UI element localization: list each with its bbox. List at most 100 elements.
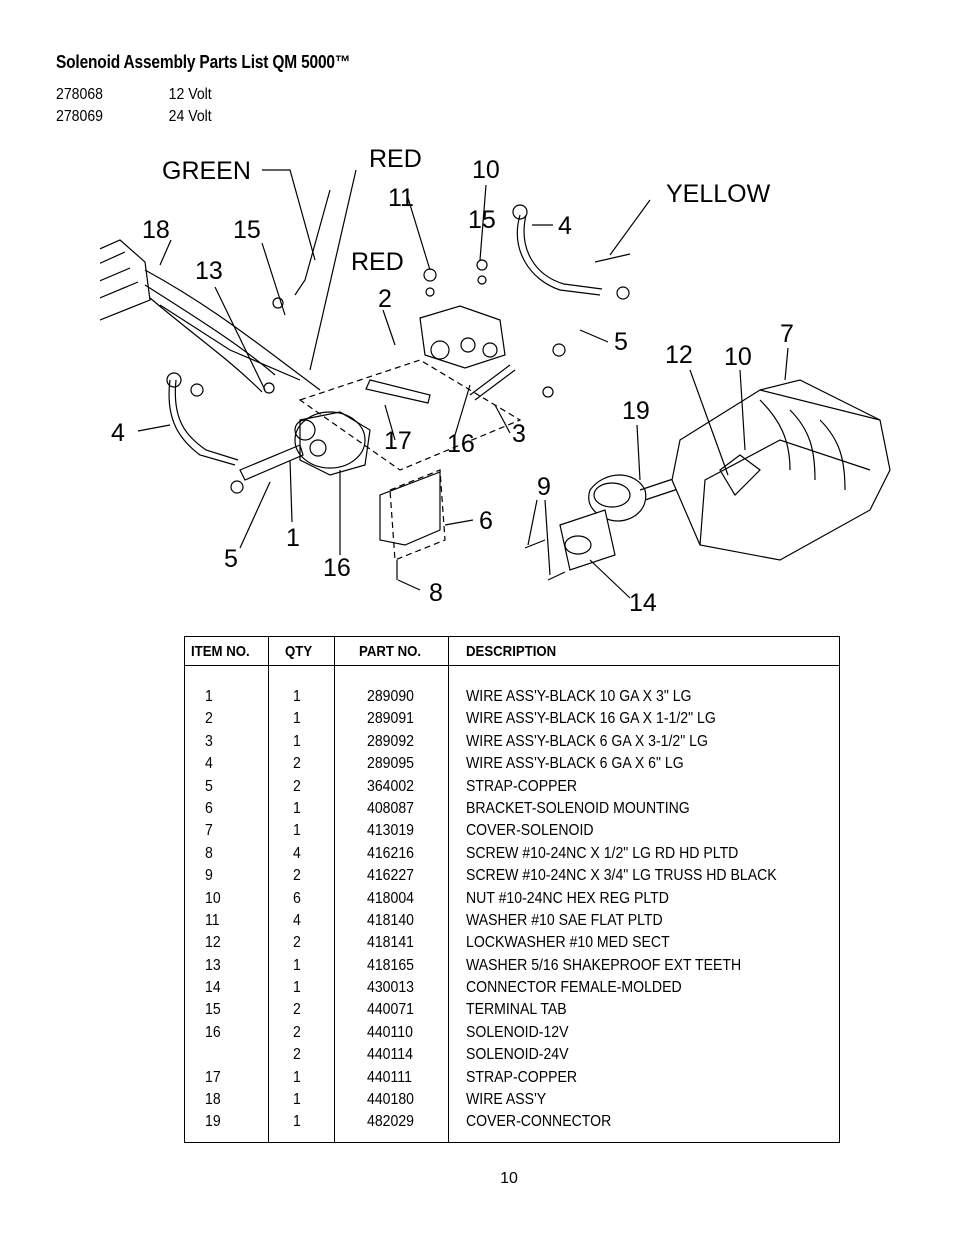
- table-cell-description: WIRE ASS'Y-BLACK 6 GA X 6" LG: [466, 755, 684, 773]
- variant-row-24v: 278069 24 Volt: [56, 108, 212, 126]
- table-cell-part: 440111: [367, 1068, 412, 1086]
- table-cell-description: SOLENOID-12V: [466, 1023, 569, 1041]
- table-cell-item: 8: [205, 844, 213, 862]
- callout-2: 2: [378, 285, 392, 313]
- table-cell-item: 10: [205, 889, 221, 907]
- variant-voltage: 12 Volt: [168, 86, 212, 103]
- table-cell-qty: 1: [293, 732, 301, 750]
- callout-5: 5: [224, 545, 238, 573]
- table-cell-part: 440071: [367, 1001, 414, 1019]
- item-callouts: 10 11 15 4 18 15 13 2 7 5 12 10 19 4 17 …: [111, 156, 794, 617]
- callout-4: 4: [558, 212, 572, 240]
- table-cell-description: WASHER #10 SAE FLAT PLTD: [466, 911, 663, 929]
- table-cell-qty: 1: [293, 1068, 301, 1086]
- table-cell-item: [205, 1044, 268, 1066]
- callout-4: 4: [111, 419, 125, 447]
- table-cell-item: 12: [205, 934, 221, 952]
- table-cell-qty: 1: [293, 799, 301, 817]
- table-cell-part: 440110: [367, 1023, 413, 1041]
- table-cell-part: 289092: [367, 732, 414, 750]
- table-cell-item: 16: [205, 1023, 221, 1041]
- table-cell-qty: 1: [293, 1113, 301, 1131]
- table-cell-item: 4: [205, 755, 213, 773]
- table-cell-qty: 1: [293, 822, 301, 840]
- column-header-description: DESCRIPTION: [448, 636, 840, 666]
- callout-3: 3: [512, 420, 526, 448]
- table-cell-description: WIRE ASS'Y-BLACK 6 GA X 3-1/2" LG: [466, 732, 708, 750]
- table-cell-qty: 2: [293, 1001, 301, 1019]
- callout-16: 16: [447, 430, 475, 458]
- table-cell-part: 289095: [367, 755, 414, 773]
- wire-label-yellow: YELLOW: [666, 180, 771, 208]
- table-cell-part: 482029: [367, 1113, 414, 1131]
- column-description: WIRE ASS'Y-BLACK 10 GA X 3" LG WIRE ASS'Y…: [448, 665, 840, 1143]
- table-cell-qty: 2: [293, 867, 301, 885]
- callout-18: 18: [142, 216, 170, 244]
- table-cell-description: WIRE ASS'Y-BLACK 16 GA X 1-1/2" LG: [466, 710, 716, 728]
- table-cell-qty: 1: [293, 688, 301, 705]
- table-cell-item: 18: [205, 1091, 221, 1109]
- callout-5: 5: [614, 328, 628, 356]
- table-cell-description: NUT #10-24NC HEX REG PLTD: [466, 889, 669, 907]
- table-cell-part: 418004: [367, 889, 414, 907]
- table-cell-part: 418141: [367, 934, 414, 952]
- table-cell-item: 17: [205, 1068, 221, 1086]
- table-cell-qty: 4: [293, 844, 301, 862]
- wire-label-green: GREEN: [162, 157, 251, 185]
- callout-10: 10: [472, 156, 500, 184]
- table-cell-qty: 2: [293, 777, 301, 795]
- table-cell-item: 1: [205, 688, 213, 705]
- page-number: 10: [500, 1170, 518, 1187]
- callout-6: 6: [479, 507, 493, 535]
- wire-label-red-lower: RED: [351, 248, 404, 276]
- callout-16: 16: [323, 554, 351, 582]
- table-cell-part: 289091: [367, 710, 414, 728]
- wire-label-red-upper: RED: [369, 145, 422, 173]
- callout-19: 19: [622, 397, 650, 425]
- table-cell-qty: 4: [293, 911, 301, 929]
- table-cell-item: 15: [205, 1001, 221, 1019]
- column-header-part-no: PART NO.: [334, 636, 449, 666]
- callout-7: 7: [780, 320, 794, 348]
- table-cell-description: WIRE ASS'Y-BLACK 10 GA X 3" LG: [466, 688, 692, 705]
- callout-8: 8: [429, 579, 443, 607]
- callout-15: 15: [468, 206, 496, 234]
- diagram-artwork: [100, 169, 891, 599]
- table-cell-description: COVER-SOLENOID: [466, 822, 594, 840]
- page-title: Solenoid Assembly Parts List QM 5000™: [56, 52, 351, 72]
- callout-1: 1: [286, 524, 300, 552]
- table-cell-qty: 1: [293, 956, 301, 974]
- table-cell-description: SCREW #10-24NC X 3/4" LG TRUSS HD BLACK: [466, 867, 777, 885]
- table-cell-description: STRAP-COPPER: [466, 777, 578, 795]
- table-cell-item: 6: [205, 799, 213, 817]
- table-cell-part: 289090: [367, 688, 414, 705]
- table-cell-qty: 2: [293, 755, 301, 773]
- table-cell-part: 364002: [367, 777, 414, 795]
- wire-color-labels: GREEN RED RED YELLOW: [162, 145, 771, 276]
- table-cell-part: 440180: [367, 1091, 414, 1109]
- table-cell-part: 430013: [367, 979, 414, 997]
- column-header-qty: QTY: [268, 636, 335, 666]
- table-cell-qty: 2: [293, 1046, 301, 1064]
- table-cell-description: SOLENOID-24V: [466, 1046, 569, 1064]
- callout-17: 17: [384, 427, 412, 455]
- table-cell-qty: 6: [293, 889, 301, 907]
- table-cell-part: 440114: [367, 1046, 413, 1064]
- table-cell-qty: 1: [293, 979, 301, 997]
- variant-row-12v: 278068 12 Volt: [56, 86, 212, 104]
- table-cell-item: 11: [205, 911, 220, 929]
- exploded-assembly-diagram: GREEN RED RED YELLOW 10 11 15 4 18 15 13…: [100, 145, 891, 617]
- column-header-item-no: ITEM NO.: [184, 636, 269, 666]
- table-cell-description: TERMINAL TAB: [466, 1001, 567, 1019]
- table-cell-description: SCREW #10-24NC X 1/2" LG RD HD PLTD: [466, 844, 739, 862]
- table-cell-item: 2: [205, 710, 213, 728]
- callout-14: 14: [629, 589, 657, 617]
- variant-part-number: 278068: [56, 86, 103, 103]
- variant-part-number: 278069: [56, 108, 103, 125]
- table-header-row: ITEM NO. QTY PART NO. DESCRIPTION: [184, 636, 840, 666]
- table-cell-qty: 1: [293, 710, 301, 728]
- table-cell-part: 413019: [367, 822, 414, 840]
- table-cell-item: 3: [205, 732, 213, 750]
- variant-voltage: 24 Volt: [168, 108, 212, 125]
